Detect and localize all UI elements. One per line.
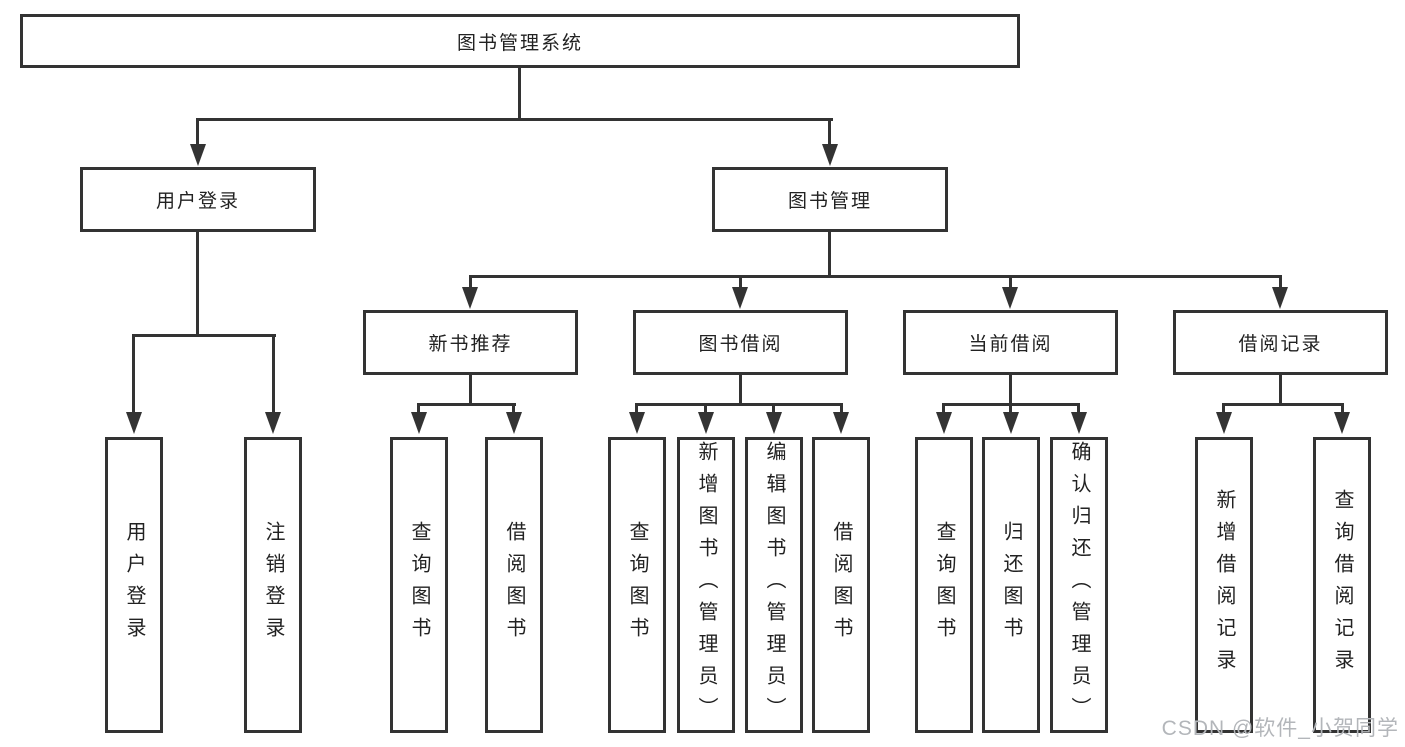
node-label: 图书借阅 [698,334,783,355]
arrow-into-user-login [190,144,206,166]
leaf-borrow-books-borrow: 借阅图书 [812,437,870,733]
leaf-user-login: 用户登录 [105,437,163,733]
connector-mini-stub [417,403,420,412]
connector-user-login-stub [196,229,199,336]
csdn-watermark: CSDN @软件_小贺同学 [1161,717,1399,740]
node-label: 图书管理 [787,191,872,212]
leaf-label: 借阅图书 [503,521,525,649]
arrow-into-book-mgmt [822,144,838,166]
leaf-query-books-current: 查询图书 [915,437,973,733]
arrow-into-leaf [1334,412,1350,434]
connector-drop-book-mgmt [828,118,831,146]
connector-borrow-records-stub [1279,373,1282,405]
leaf-edit-book-admin: 编辑图书（管理员） [745,437,803,733]
node-book-management: 图书管理 [712,167,948,232]
leaf-label: 归还图书 [1000,521,1022,649]
arrow-into-book-borrow [732,287,748,309]
arrow-into-leaf [936,412,952,434]
leaf-return-book: 归还图书 [982,437,1040,733]
leaf-label: 注销登录 [262,521,284,649]
connector-current-borrow-stub [1009,373,1012,405]
node-user-login: 用户登录 [80,167,316,232]
connector-drop-leaf-logout [272,334,275,414]
connector-drop-new-books [469,275,472,289]
connector-root-trunk [518,66,521,120]
connector-drop-current-borrow [1009,275,1012,289]
connector-drop-leaf-login [132,334,135,414]
connector-new-books-bar [417,403,516,406]
leaf-label: 查询借阅记录 [1331,489,1353,681]
leaf-add-book-admin: 新增图书（管理员） [677,437,735,733]
leaf-logout: 注销登录 [244,437,302,733]
arrow-into-leaf [833,412,849,434]
leaf-label: 新增图书（管理员） [695,441,717,729]
arrow-into-leaf-login [126,412,142,434]
arrow-into-new-books [462,287,478,309]
connector-borrow-records-bar [1222,403,1344,406]
arrow-into-leaf-logout [265,412,281,434]
leaf-query-books-newbooks: 查询图书 [390,437,448,733]
arrow-into-leaf [698,412,714,434]
arrow-into-leaf [1216,412,1232,434]
connector-drop-book-borrow [739,275,742,289]
arrow-into-leaf [766,412,782,434]
arrow-into-leaf [506,412,522,434]
connector-mini-stub [772,403,775,412]
leaf-label: 新增借阅记录 [1213,489,1235,681]
leaf-label: 编辑图书（管理员） [763,441,785,729]
arrow-into-leaf [629,412,645,434]
connector-mini-stub [1077,403,1080,412]
arrow-into-leaf [1071,412,1087,434]
leaf-borrow-books-newbooks: 借阅图书 [485,437,543,733]
connector-mini-stub [1341,403,1344,412]
leaf-label: 查询图书 [933,521,955,649]
node-book-borrow: 图书借阅 [633,310,848,375]
connector-book-borrow-stub [739,373,742,405]
node-label: 借阅记录 [1238,334,1323,355]
arrow-into-borrow-records [1272,287,1288,309]
node-label: 用户登录 [155,191,240,212]
leaf-label: 用户登录 [123,521,145,649]
node-borrow-records: 借阅记录 [1173,310,1388,375]
connector-mini-stub [942,403,945,412]
leaf-label: 借阅图书 [830,521,852,649]
node-label: 新书推荐 [428,334,513,355]
leaf-query-books-borrow: 查询图书 [608,437,666,733]
connector-mini-stub [704,403,707,412]
arrow-into-leaf [411,412,427,434]
leaf-label: 查询图书 [408,521,430,649]
connector-book-mgmt-stub [828,229,831,277]
connector-mini-stub [635,403,638,412]
node-new-book-recommend: 新书推荐 [363,310,578,375]
arrow-into-current-borrow [1002,287,1018,309]
arrow-into-leaf [1003,412,1019,434]
connector-mini-stub [840,403,843,412]
connector-level1-bar [196,118,833,121]
connector-new-books-stub [469,373,472,405]
connector-book-borrow-bar [635,403,843,406]
connector-level3-bar [469,275,1282,278]
connector-drop-user-login [196,118,199,146]
leaf-label: 查询图书 [626,521,648,649]
node-current-borrow: 当前借阅 [903,310,1118,375]
node-label: 图书管理系统 [456,32,583,54]
leaf-query-borrow-record: 查询借阅记录 [1313,437,1371,733]
connector-mini-stub [512,403,515,412]
connector-drop-borrow-records [1279,275,1282,289]
leaf-label: 确认归还（管理员） [1068,441,1090,729]
connector-mini-stub [1222,403,1225,412]
node-library-management-system: 图书管理系统 [20,14,1020,68]
leaf-confirm-return-admin: 确认归还（管理员） [1050,437,1108,733]
connector-mini-stub [1009,403,1012,412]
leaf-add-borrow-record: 新增借阅记录 [1195,437,1253,733]
connector-user-login-bar [132,334,276,337]
node-label: 当前借阅 [968,334,1053,355]
